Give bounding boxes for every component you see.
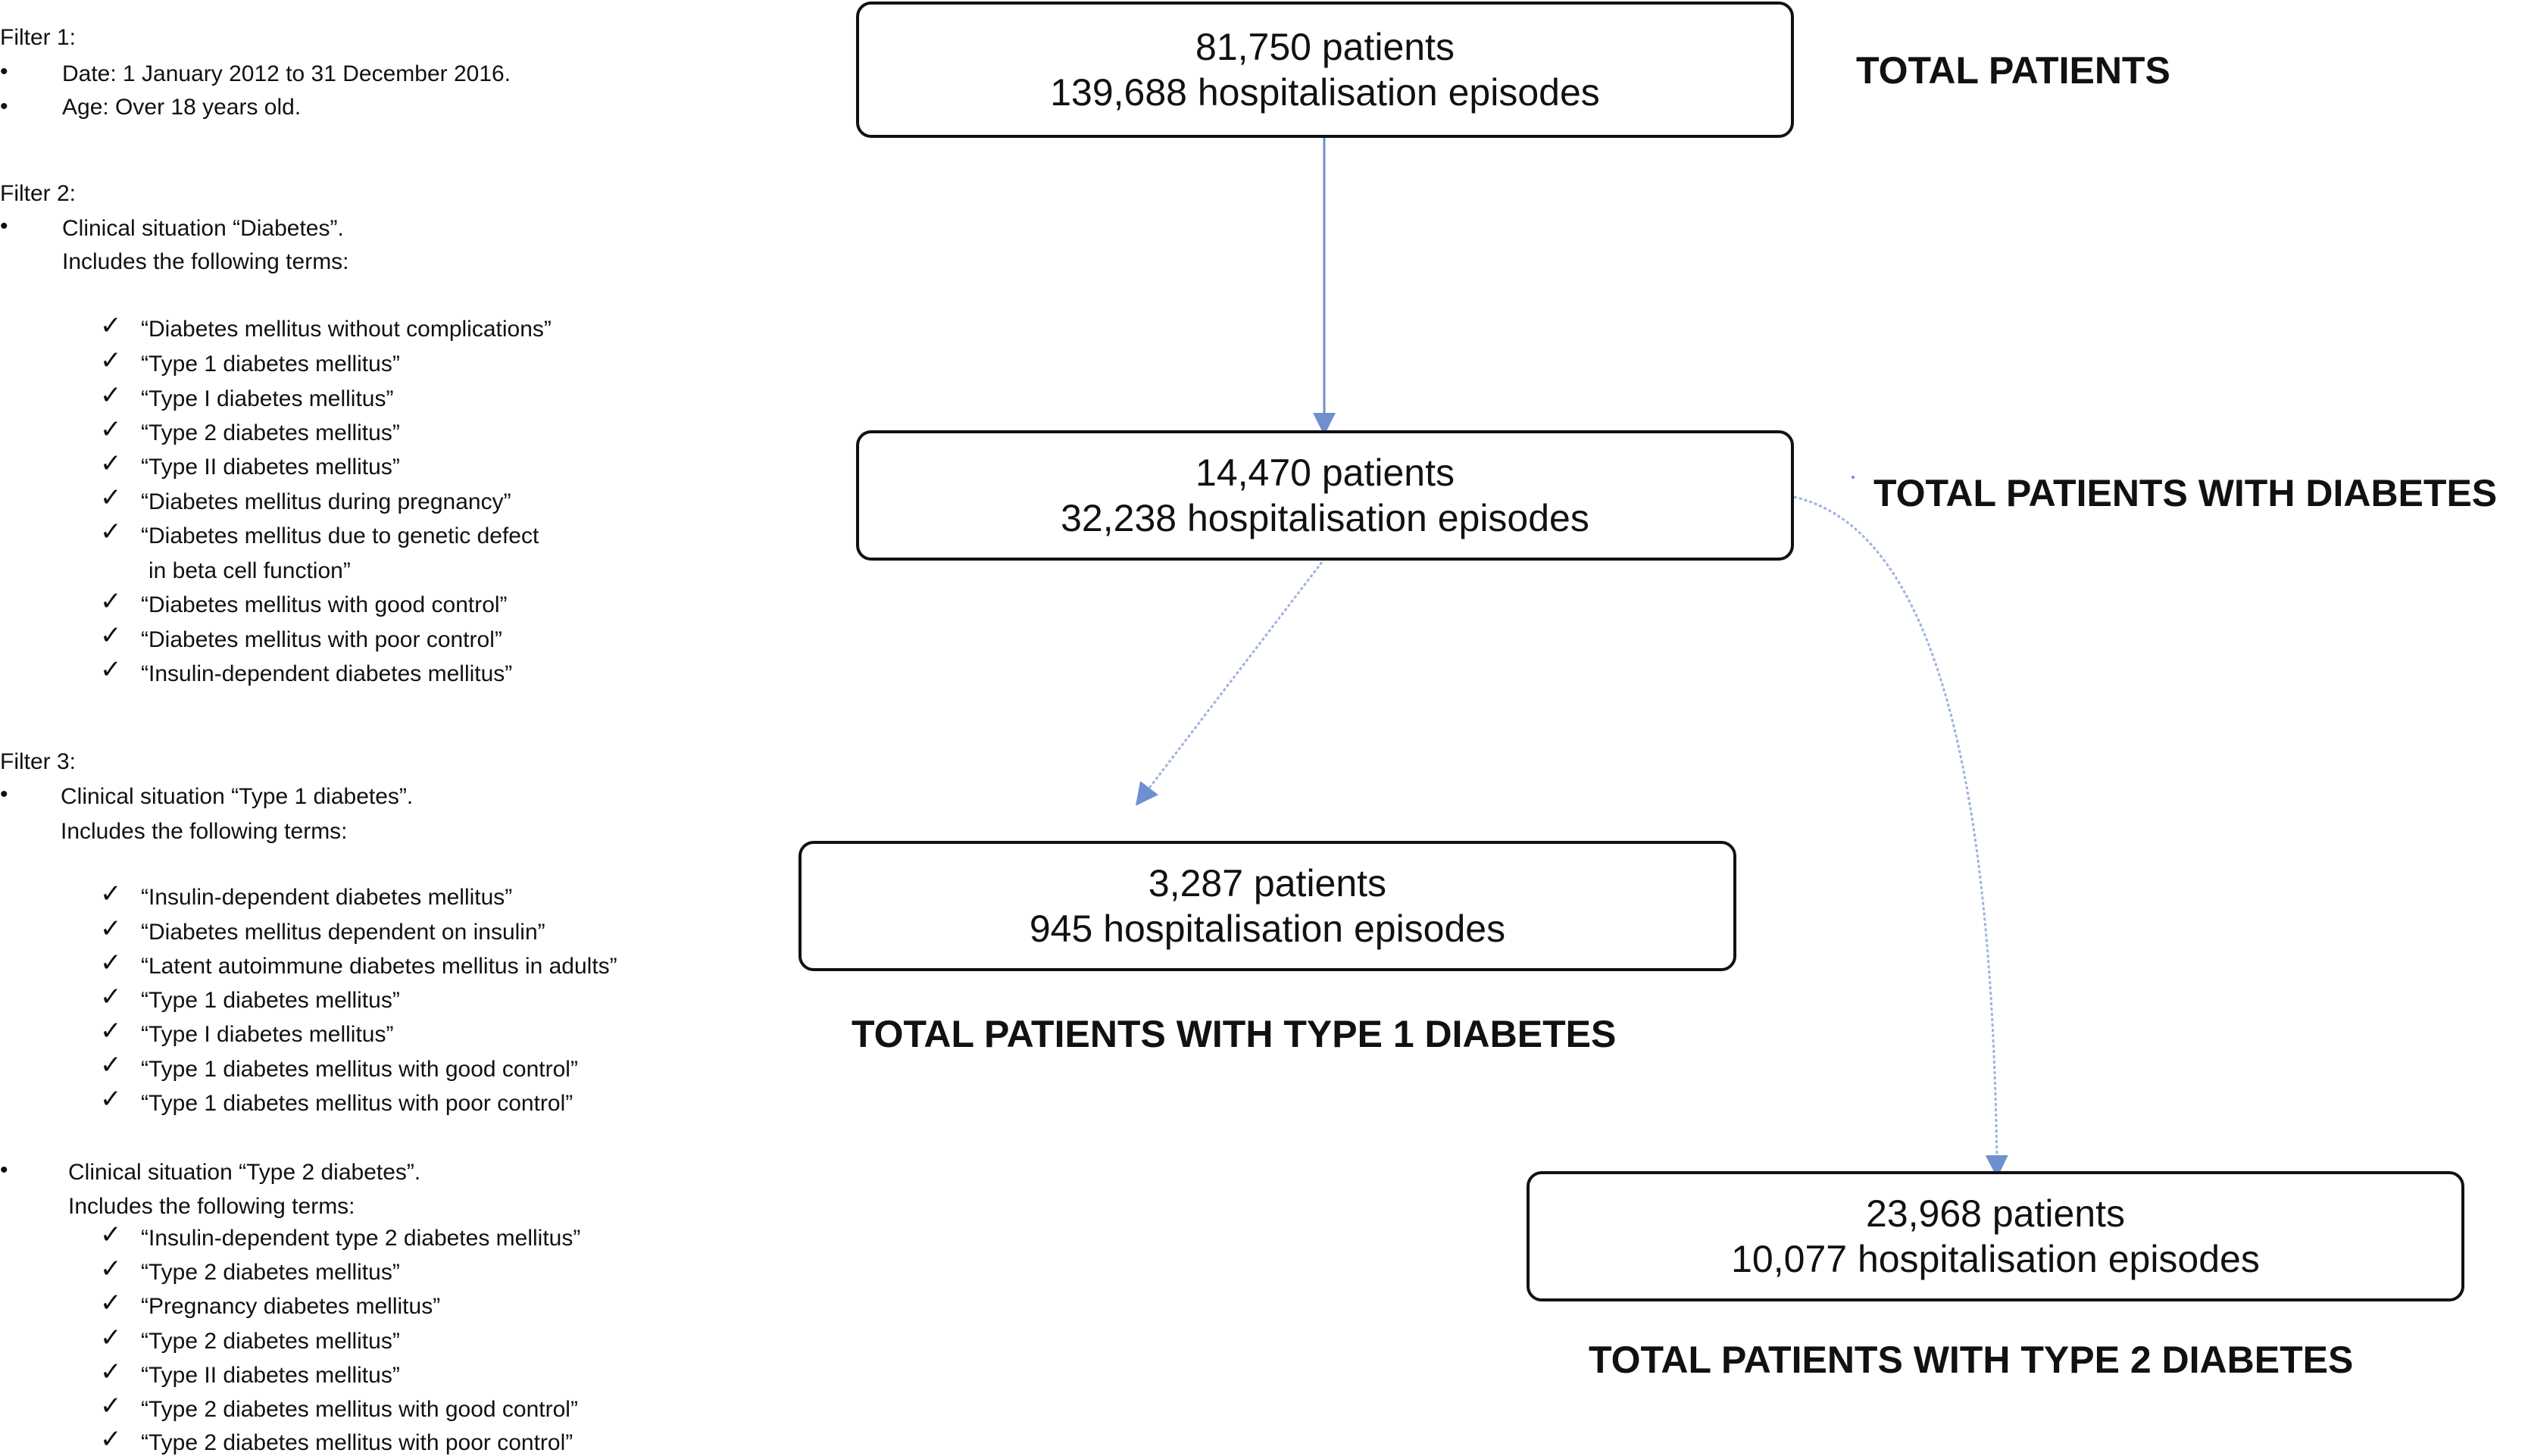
list-item: “Type 2 diabetes mellitus with good cont…	[141, 1397, 578, 1422]
list-item: “Latent autoimmune diabetes mellitus in …	[141, 954, 617, 979]
type2-box: 23,968 patients 10,077 hospitalisation e…	[1527, 1171, 2464, 1301]
check-icon: ✓	[100, 1357, 122, 1387]
box-patients: 81,750 patients	[1195, 26, 1455, 68]
list-item: “Pregnancy diabetes mellitus”	[141, 1294, 441, 1319]
diabetes-box: 14,470 patients 32,238 hospitalisation e…	[856, 430, 1794, 561]
list-item: “Type 1 diabetes mellitus”	[141, 988, 400, 1013]
box-patients: 14,470 patients	[1195, 451, 1455, 494]
type2-label: TOTAL PATIENTS WITH TYPE 2 DIABETES	[1589, 1339, 2354, 1381]
check-icon: ✓	[100, 414, 122, 445]
list-item: “Type 2 diabetes mellitus”	[141, 1260, 400, 1285]
check-icon: ✓	[100, 948, 122, 978]
check-icon: ✓	[100, 483, 122, 513]
check-icon: ✓	[100, 380, 122, 411]
list-item: “Diabetes mellitus with good control”	[141, 592, 508, 617]
filter2-title: Filter 2:	[0, 181, 77, 206]
check-icon: ✓	[100, 1288, 122, 1318]
bullet-icon: •	[0, 1158, 8, 1183]
filter1-age: Age: Over 18 years old.	[62, 95, 302, 120]
type1-label: TOTAL PATIENTS WITH TYPE 1 DIABETES	[852, 1013, 1617, 1055]
filter1-title: Filter 1:	[0, 25, 77, 50]
list-item-continuation: in beta cell function”	[148, 558, 351, 583]
check-icon: ✓	[100, 879, 122, 909]
check-icon: ✓	[100, 1424, 122, 1454]
list-item: “Type 2 diabetes mellitus with poor cont…	[141, 1430, 573, 1455]
check-icon: ✓	[100, 1084, 122, 1114]
check-icon: ✓	[100, 1254, 122, 1284]
total-patients-label: TOTAL PATIENTS	[1856, 49, 2170, 92]
list-item: “Diabetes mellitus without complications…	[141, 317, 552, 342]
list-item: “Insulin-dependent diabetes mellitus”	[141, 885, 513, 910]
filter3b-situation: Clinical situation “Type 2 diabetes”.	[68, 1160, 421, 1185]
box-episodes: 10,077 hospitalisation episodes	[1731, 1238, 2260, 1280]
total-patients-box: 81,750 patients 139,688 hospitalisation …	[856, 2, 1794, 138]
filter2-includes: Includes the following terms:	[62, 249, 349, 274]
filter3-situation: Clinical situation “Type 1 diabetes”.	[61, 784, 414, 809]
check-icon: ✓	[100, 517, 122, 547]
list-item: “Type 1 diabetes mellitus”	[141, 352, 400, 376]
list-item: “Type I diabetes mellitus”	[141, 386, 394, 411]
list-item: “Type II diabetes mellitus”	[141, 455, 400, 480]
list-item: “Diabetes mellitus during pregnancy”	[141, 489, 511, 514]
check-icon: ✓	[100, 448, 122, 479]
box-episodes: 32,238 hospitalisation episodes	[1061, 497, 1589, 539]
bullet-icon: •	[0, 214, 8, 239]
list-item: “Type I diabetes mellitus”	[141, 1022, 394, 1047]
filter1-date: Date: 1 January 2012 to 31 December 2016…	[62, 61, 511, 86]
check-icon: ✓	[100, 345, 122, 376]
filter3-includes: Includes the following terms:	[61, 819, 348, 844]
list-item: “Insulin-dependent diabetes mellitus”	[141, 661, 513, 686]
check-icon: ✓	[100, 1016, 122, 1046]
list-item: “Type II diabetes mellitus”	[141, 1363, 400, 1388]
list-item: “Type 1 diabetes mellitus with good cont…	[141, 1057, 578, 1082]
box-episodes: 139,688 hospitalisation episodes	[1050, 71, 1600, 114]
box-patients: 23,968 patients	[1866, 1192, 2125, 1235]
arrow-diabetes-to-type1	[1135, 561, 1323, 806]
check-icon: ✓	[100, 1220, 122, 1250]
list-item: “Diabetes mellitus dependent on insulin”	[141, 920, 545, 945]
list-item: “Insulin-dependent type 2 diabetes melli…	[141, 1226, 581, 1251]
check-icon: ✓	[100, 914, 122, 944]
box-episodes: 945 hospitalisation episodes	[1029, 908, 1506, 950]
list-item: “Type 2 diabetes mellitus”	[141, 1329, 400, 1354]
check-icon: ✓	[100, 586, 122, 617]
diabetes-label: TOTAL PATIENTS WITH DIABETES	[1873, 472, 2498, 514]
list-item: “Diabetes mellitus with poor control”	[141, 627, 502, 652]
arrow-diabetes-to-type2	[1793, 495, 2008, 1178]
filter3b-includes: Includes the following terms:	[68, 1194, 355, 1219]
bullet-icon: •	[0, 94, 8, 119]
list-item: “Type 1 diabetes mellitus with poor cont…	[141, 1091, 573, 1116]
check-icon: ✓	[100, 982, 122, 1012]
check-icon: ✓	[100, 655, 122, 685]
filter3-title: Filter 3:	[0, 749, 77, 774]
check-icon: ✓	[100, 1050, 122, 1080]
type1-box: 3,287 patients 945 hospitalisation episo…	[798, 841, 1736, 971]
list-item: “Diabetes mellitus due to genetic defect	[141, 523, 539, 548]
box-patients: 3,287 patients	[1148, 862, 1387, 905]
check-icon: ✓	[100, 311, 122, 341]
filter2-situation: Clinical situation “Diabetes”.	[62, 216, 344, 241]
list-item: “Type 2 diabetes mellitus”	[141, 420, 400, 445]
bullet-icon: •	[0, 59, 8, 84]
stray-dot	[1852, 476, 1855, 479]
bullet-icon: •	[0, 782, 8, 807]
check-icon: ✓	[100, 1323, 122, 1353]
check-icon: ✓	[100, 620, 122, 651]
check-icon: ✓	[100, 1391, 122, 1421]
